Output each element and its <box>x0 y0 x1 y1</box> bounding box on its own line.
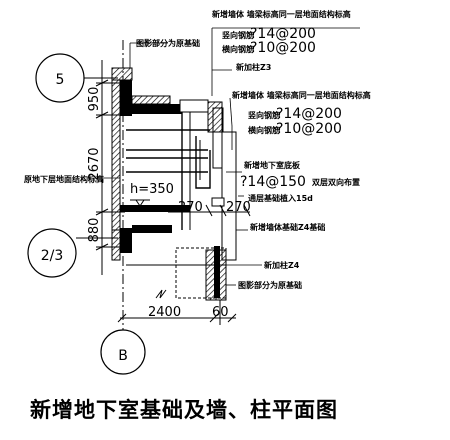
note-mid-wall: 新增墙体 墙梁标高同一层地面结构标高 <box>232 90 371 100</box>
svg-text:B: B <box>118 348 128 364</box>
drawing-title: 新增地下室基础及墙、柱平面图 <box>30 398 338 422</box>
note-top-vrebar-label: 竖向钢筋 <box>222 30 254 40</box>
break-mark <box>155 289 167 299</box>
column-z3 <box>207 101 223 133</box>
svg-text:5: 5 <box>56 72 65 88</box>
note-mid-vrebar-value: ?14@200 <box>276 106 342 122</box>
dim-270-b: 270 <box>226 200 251 215</box>
leaders <box>102 27 360 286</box>
note-column-z3: 新加柱Z3 <box>236 62 271 72</box>
note-mid-hrebar-value: ?10@200 <box>276 121 342 137</box>
dim-2400: 2400 <box>148 305 181 320</box>
note-anchor: 通层基础植入15d <box>248 193 313 203</box>
axis-bubble-5: 5 <box>35 53 85 103</box>
dim-950: 950 <box>87 87 102 112</box>
note-top-vrebar-value: ?14@200 <box>250 26 316 42</box>
note-top-hrebar-label: 横向钢筋 <box>222 44 254 54</box>
note-top-wall: 新增墙体 墙梁标高同一层地面结构标高 <box>212 9 351 19</box>
svg-text:2/3: 2/3 <box>41 248 64 264</box>
dim-270-chain <box>168 204 251 217</box>
note-foundation-bottom: 图影部分为原基础 <box>238 280 302 290</box>
dim-270-a: 270 <box>178 200 203 215</box>
note-top-hrebar-value: ?10@200 <box>250 40 316 56</box>
axis-bubble-b: B <box>100 329 146 375</box>
note-slab-rebar: ?14@150 <box>240 174 306 190</box>
note-basement-floor: 原地下层地面结构标高 <box>24 174 104 184</box>
note-wall-foundation: 新增墙体基础Z4基础 <box>250 222 325 232</box>
dim-2670: 2670 <box>87 147 102 180</box>
dim-h350: h=350 <box>130 182 174 197</box>
note-column-z4: 新加柱Z4 <box>264 260 300 270</box>
note-foundation-top: 图影部分为原基础 <box>136 38 200 48</box>
dim-bottom-chain <box>117 300 237 325</box>
note-mid-hrebar-label: 横向钢筋 <box>248 125 280 135</box>
dim-880: 880 <box>87 218 102 243</box>
axis-bubble-2-3: 2/3 <box>27 228 77 278</box>
existing-wall <box>111 67 237 301</box>
note-mid-vrebar-label: 竖向钢筋 <box>248 110 280 120</box>
note-basement-slab: 新增地下室底板 <box>244 160 301 170</box>
note-slab-rebar-note: 双层双向布置 <box>312 177 360 187</box>
dim-60: 60 <box>212 305 229 320</box>
